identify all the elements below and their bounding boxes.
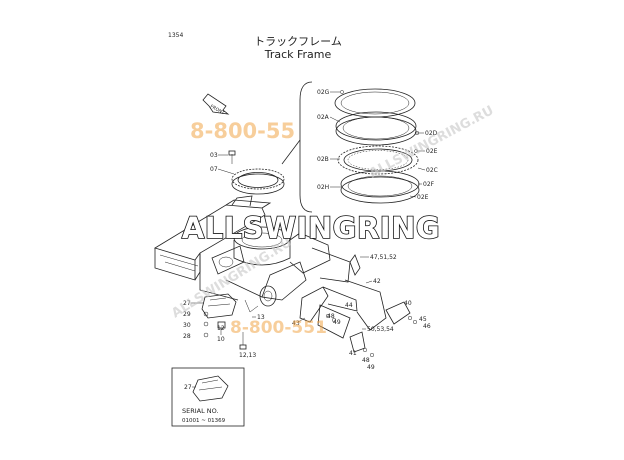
front-arrow-icon: FRONT [202, 93, 230, 117]
callout-40: 40 [404, 300, 412, 307]
callout-07: 07 [210, 166, 218, 173]
callout-44: 44 [345, 302, 353, 309]
cover-brackets: 47,51,52 42 44 40 45 46 48 49 43 50,53,5… [292, 254, 431, 371]
center-bearing: 03 07 [210, 150, 285, 195]
watermark-phone-bottom: 8-800-551 [230, 318, 327, 338]
callout-45: 45 [419, 316, 427, 323]
callout-49-top: 49 [333, 319, 341, 326]
callout-02b: 02B [317, 156, 329, 163]
callout-02f: 02F [423, 181, 435, 188]
callout-28: 28 [183, 333, 191, 340]
callout-43: 43 [292, 320, 300, 327]
front-arrow-label: FRONT [209, 104, 226, 117]
bearing-ring-outer [335, 111, 417, 146]
title-japanese: トラックフレーム [254, 35, 342, 48]
track-frame-body [154, 195, 351, 313]
brand-banner: ALLSWINGRING [182, 211, 440, 245]
bearing-ring-seal [334, 88, 416, 118]
exploded-view-bracket [281, 81, 313, 213]
frame-bolts: 12 10 13 12,13 [217, 314, 265, 359]
title-english: Track Frame [264, 48, 332, 61]
callout-41: 41 [349, 350, 357, 357]
callout-49-bottom: 49 [367, 364, 375, 371]
callout-02a: 02A [317, 114, 330, 121]
watermark-phone-top: 8-800-55 [190, 119, 295, 143]
serial-box-title: SERIAL NO. [182, 407, 219, 415]
callout-03: 03 [210, 152, 218, 159]
callout-42: 42 [373, 278, 381, 285]
callout-27: 27 [183, 300, 191, 307]
callout-12-13: 12,13 [239, 352, 256, 359]
serial-box-range: 01001 ~ 01369 [182, 418, 226, 424]
callout-50-53-54: 50,53,54 [367, 326, 394, 333]
callout-13: 13 [257, 314, 265, 321]
shoe-plate: 27 29 30 28 [183, 293, 237, 340]
callout-30: 30 [183, 322, 191, 329]
callout-46: 46 [423, 323, 431, 330]
callout-02e-right-2: 02E [417, 194, 429, 201]
callout-29: 29 [183, 311, 191, 318]
callout-48-top: 48 [327, 313, 335, 320]
callout-02e-right-1: 02E [426, 148, 438, 155]
callout-47-51-52: 47,51,52 [370, 254, 397, 261]
callout-10: 10 [217, 336, 225, 343]
callout-02g-top: 02G [317, 89, 330, 96]
bearing-callouts: 02G 02A 02D 02B 02E 02C 02H 02F 02E [317, 89, 438, 201]
callout-12: 12 [217, 325, 225, 332]
callout-02d: 02D [425, 130, 438, 137]
serial-note-box: 27 SERIAL NO. 01001 ~ 01369 [171, 367, 245, 427]
page-number: 1354 [168, 32, 183, 39]
callout-48-bottom: 48 [362, 357, 370, 364]
callout-02h: 02H [317, 184, 329, 191]
serial-box-part-label: 27 [184, 384, 192, 391]
callout-02c: 02C [426, 167, 438, 174]
